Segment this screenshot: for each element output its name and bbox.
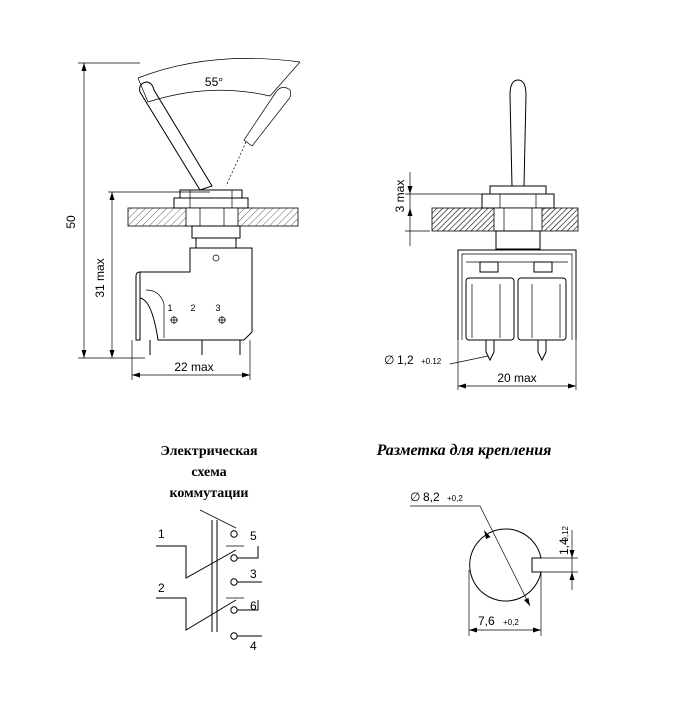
terminal-label-5: 5 [250, 529, 257, 543]
schematic-title-line3: коммутации [170, 486, 249, 501]
terminal-label-3: 3 [250, 567, 257, 581]
switching-schematic: Электрическая схема коммутации 1 2 5 3 6… [156, 444, 262, 653]
terminal-label-4: 4 [250, 639, 257, 653]
schematic-title-line2: схема [191, 465, 226, 480]
height-total-label: 50 [64, 215, 78, 229]
bush-height-label: 3 max [393, 180, 407, 213]
pin-label-3: 3 [215, 303, 220, 313]
height-body-label: 31 max [93, 258, 107, 297]
pin-diameter-label: 1,2 [397, 353, 414, 367]
terminal-label-6: 6 [250, 599, 257, 613]
hole-diameter-label: 8,2 [423, 490, 440, 504]
terminal-label-2: 2 [158, 581, 165, 595]
width-side-label: 22 max [174, 360, 213, 374]
width-front-label: 20 max [497, 371, 536, 385]
pin-label-2: 2 [190, 303, 195, 313]
mounting-title: Разметка для крепления [376, 442, 552, 459]
contact-marker-3 [218, 316, 226, 324]
contact-marker-1 [170, 316, 178, 324]
side-view: 50 31 max 55° [64, 58, 301, 380]
slot-size-label: 1,4 [557, 538, 571, 555]
pin-label-1: 1 [167, 303, 172, 313]
front-view: 3 max ∅ 1,2 +0.12 20 max [384, 79, 579, 390]
flat-width-label: 7,6 [478, 614, 495, 628]
hole-diameter-tolerance: +0,2 [447, 494, 463, 503]
terminal-label-1: 1 [158, 527, 165, 541]
schematic-title-line1: Электрическая [160, 444, 258, 459]
hole-diameter-symbol: ∅ [410, 490, 420, 504]
pin-diameter-symbol: ∅ [384, 353, 394, 367]
slot-size-tolerance: -0,12 [561, 525, 570, 544]
mounting-layout: Разметка для крепления ∅ 8,2 +0,2 1,4 -0… [376, 442, 578, 636]
pin-diameter-tolerance: +0.12 [421, 357, 442, 366]
flat-width-tolerance: +0,2 [503, 618, 519, 627]
angle-label: 55° [205, 75, 223, 89]
